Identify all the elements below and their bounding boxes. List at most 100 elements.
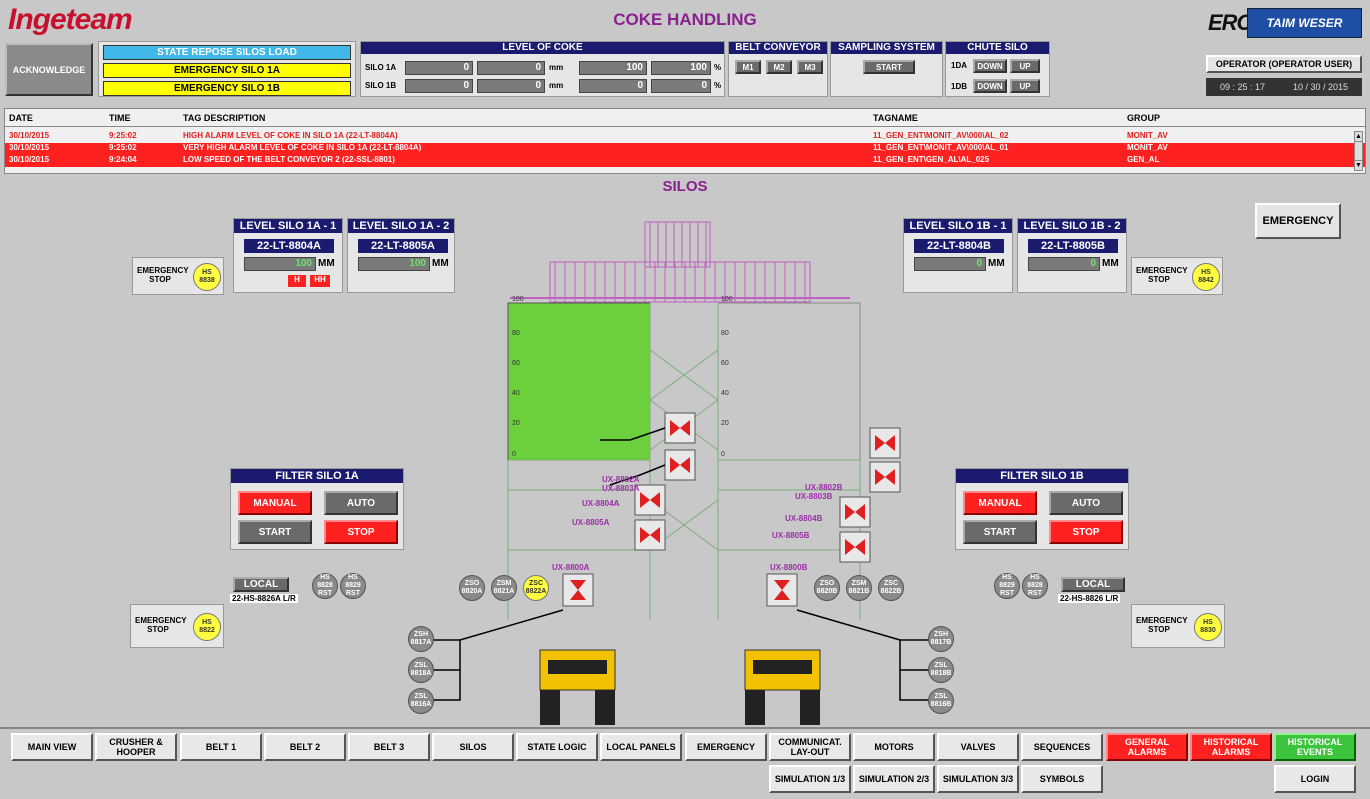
local-1a-indicator[interactable]: LOCAL — [233, 577, 289, 592]
alarm-scrollbar[interactable]: ▲ ▼ — [1354, 131, 1363, 171]
scroll-up-icon[interactable]: ▲ — [1355, 133, 1362, 142]
state-repose: STATE REPOSE SILOS LOAD — [103, 45, 351, 60]
nav-silos[interactable]: SILOS — [432, 733, 514, 761]
belt-m3-button[interactable]: M3 — [797, 60, 823, 74]
alarm-table: DATE TIME TAG DESCRIPTION TAGNAME GROUP … — [4, 108, 1366, 174]
scale-b-60: 60 — [721, 360, 729, 367]
alarm-row[interactable]: 30/10/2015 9:25:02 HIGH ALARM LEVEL OF C… — [5, 131, 1365, 143]
clock-panel: 09 : 25 : 17 10 / 30 / 2015 — [1206, 78, 1362, 96]
chute-1db-up-button[interactable]: UP — [1010, 79, 1040, 93]
filter-1a-manual-button[interactable]: MANUAL — [238, 491, 312, 515]
belt-conveyor-panel: BELT CONVEYOR M1 M2 M3 — [728, 41, 828, 97]
filter-1b-start-button[interactable]: START — [963, 520, 1037, 544]
nav-historical-alarms[interactable]: HISTORICAL ALARMS — [1190, 733, 1272, 761]
level-box-1b-1: LEVEL SILO 1B - 1 22-LT-8804B 0 MM — [903, 218, 1013, 293]
nav-main-view[interactable]: MAIN VIEW — [11, 733, 93, 761]
taim-weser-text: TAIM WESER — [1266, 16, 1343, 30]
local-1b-indicator[interactable]: LOCAL — [1061, 577, 1125, 592]
nav-communicat-layout[interactable]: COMMUNICAT. LAY-OUT — [769, 733, 851, 761]
alarm-group: MONIT_AV — [1127, 143, 1168, 152]
alarm-tag: 11_GEN_ENT\MONIT_AV\000\AL_02 — [873, 131, 1009, 140]
nav-local-panels[interactable]: LOCAL PANELS — [600, 733, 682, 761]
alarm-row[interactable]: 30/10/2015 9:25:02 VERY HIGH ALARM LEVEL… — [5, 143, 1365, 155]
sampling-start-button[interactable]: START — [863, 60, 915, 74]
silo1a-v3: 100 — [579, 61, 647, 75]
scale-b-100: 100 — [721, 296, 733, 303]
belt-m2-button[interactable]: M2 — [766, 60, 792, 74]
valve-label-b: UX-8805B — [772, 531, 810, 540]
nav-emergency[interactable]: EMERGENCY — [685, 733, 767, 761]
alarm-row[interactable]: 30/10/2015 9:24:04 LOW SPEED OF THE BELT… — [5, 155, 1365, 167]
page-title: COKE HANDLING — [613, 10, 757, 29]
state-panel: STATE REPOSE SILOS LOAD EMERGENCY SILO 1… — [98, 41, 356, 97]
nav-belt-2[interactable]: BELT 2 — [264, 733, 346, 761]
silo1a-unit: mm — [549, 63, 564, 72]
silo-diagram: 100 80 60 40 20 0 100 80 60 40 20 0 UX-8… — [430, 221, 930, 725]
col-desc: TAG DESCRIPTION — [183, 113, 266, 123]
nav-simulation-3[interactable]: SIMULATION 3/3 — [937, 765, 1019, 793]
hs-num: 8830 — [1200, 627, 1216, 634]
filter-1a-stop-button[interactable]: STOP — [324, 520, 398, 544]
nav-belt-3[interactable]: BELT 3 — [348, 733, 430, 761]
filter-1a-start-button[interactable]: START — [238, 520, 312, 544]
nav-motors[interactable]: MOTORS — [853, 733, 935, 761]
acknowledge-button[interactable]: ACKNOWLEDGE — [5, 43, 93, 96]
filter-1b-stop-button[interactable]: STOP — [1049, 520, 1123, 544]
local-1a-tag: 22-HS-8826A L/R — [230, 594, 298, 603]
chute-1da-up-button[interactable]: UP — [1010, 59, 1040, 73]
operator-button[interactable]: OPERATOR (OPERATOR USER) — [1206, 55, 1362, 73]
valve-label-b: UX-8802B — [805, 483, 843, 492]
nav-login[interactable]: LOGIN — [1274, 765, 1356, 793]
filter-1b-manual-button[interactable]: MANUAL — [963, 491, 1037, 515]
filter-1b-auto-button[interactable]: AUTO — [1049, 491, 1123, 515]
belt-m1-button[interactable]: M1 — [735, 60, 761, 74]
filter-title: FILTER SILO 1A — [231, 469, 403, 483]
chute-1db-label: 1DB — [951, 82, 968, 91]
level-box-1b-2: LEVEL SILO 1B - 2 22-LT-8805B 0 MM — [1017, 218, 1127, 293]
nav-simulation-2[interactable]: SIMULATION 2/3 — [853, 765, 935, 793]
chute-1da-down-button[interactable]: DOWN — [973, 59, 1007, 73]
erc-logo: ERC — [1208, 10, 1252, 35]
nav-state-logic[interactable]: STATE LOGIC — [516, 733, 598, 761]
nav-historical-events[interactable]: HISTORICAL EVENTS — [1274, 733, 1356, 761]
nav-general-alarms[interactable]: GENERAL ALARMS — [1106, 733, 1188, 761]
nav-sequences[interactable]: SEQUENCES — [1021, 733, 1103, 761]
filter-1a-auto-button[interactable]: AUTO — [324, 491, 398, 515]
nav-simulation-1[interactable]: SIMULATION 1/3 — [769, 765, 851, 793]
emergency-button[interactable]: EMERGENCY — [1255, 203, 1341, 239]
truck-a — [539, 649, 616, 725]
col-tag: TAGNAME — [873, 113, 918, 123]
nav-crusher-hooper[interactable]: CRUSHER & HOOPER — [95, 733, 177, 761]
chute-1db-down-button[interactable]: DOWN — [973, 79, 1007, 93]
nav-symbols[interactable]: SYMBOLS — [1021, 765, 1103, 793]
level-value: 100 — [244, 257, 316, 271]
nav-valves[interactable]: VALVES — [937, 733, 1019, 761]
silo1b-v3: 0 — [579, 79, 647, 93]
scroll-down-icon[interactable]: ▼ — [1355, 160, 1362, 169]
nav-belt-1[interactable]: BELT 1 — [180, 733, 262, 761]
